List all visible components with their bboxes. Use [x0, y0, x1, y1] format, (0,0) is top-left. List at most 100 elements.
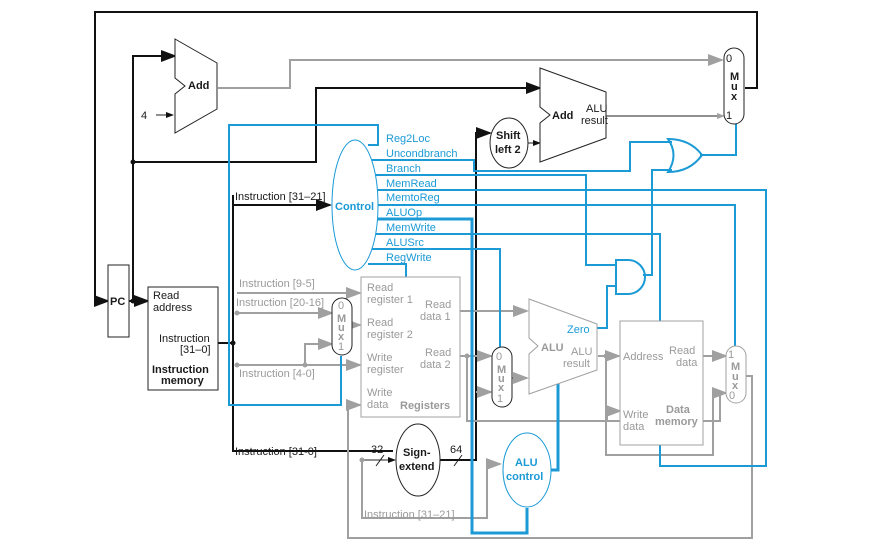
alu-control-label-2: control: [506, 471, 543, 483]
shift-left-label-2: left 2: [495, 144, 521, 156]
registers-title: Registers: [400, 400, 450, 412]
control-signal-labels: Reg2Loc Uncondbranch Branch MemRead Memt…: [386, 133, 458, 264]
instr-20-16-label: Instruction [20-16]: [236, 297, 324, 309]
instr-31-21-label: Instruction [31–21]: [235, 191, 326, 203]
signal-memtoreg: MemtoReg: [386, 192, 440, 204]
pc-adder-label: Add: [188, 80, 209, 92]
shift-left-2: Shift left 2: [489, 117, 529, 169]
and-gate: [615, 259, 646, 295]
zero-wire: [595, 285, 616, 329]
register-file: Read register 1 Read register 2 Write re…: [360, 276, 461, 418]
pcsrc-wire: [700, 122, 737, 156]
reg-write-reg-2: register: [367, 364, 404, 376]
black-wires: [94, 11, 758, 463]
mem-mux-m: M: [731, 361, 740, 373]
dmem-write-data-2: data: [623, 421, 645, 433]
gray-wires: [218, 54, 753, 539]
data-memory: Address Read data Write data Data memory: [619, 320, 704, 446]
instr-31-21-alu-label: Instruction [31–21]: [364, 509, 455, 521]
regwrite-wire: [368, 263, 407, 280]
memread-wire: [376, 189, 767, 467]
memtoreg-mux: 1 M u x 0: [725, 345, 747, 404]
register-mux: 0 M u x 1: [331, 297, 353, 356]
alu-mux-m: M: [497, 364, 506, 376]
dmem-read-data-1: Read: [669, 345, 695, 357]
reg-read-data2-1: Read: [425, 347, 451, 359]
alu-mux-in0: 0: [496, 351, 502, 363]
reg-mux-in0: 0: [338, 300, 344, 312]
reg-write-data-2: data: [367, 399, 389, 411]
signal-memread: MemRead: [386, 178, 437, 190]
pc-register: PC: [107, 264, 130, 338]
instruction-bus: [232, 195, 393, 452]
alu-result-label-2: result: [563, 358, 590, 370]
mem-mux-in0: 0: [729, 390, 735, 402]
aluop-wire: [377, 217, 529, 535]
reg-read-reg1-2: register 1: [367, 294, 413, 306]
mem-mux-x: x: [732, 380, 739, 392]
imem-instr-2: [31–0]: [180, 344, 211, 356]
pc-mux-in0: 0: [726, 53, 732, 65]
pc-label: PC: [110, 296, 125, 308]
reg-mux-m: M: [337, 313, 346, 325]
alu-mux-in1: 1: [497, 393, 503, 405]
reg-write-reg-1: Write: [367, 352, 392, 364]
shift-left-label-1: Shift: [496, 130, 521, 142]
pc-mux-x: x: [731, 91, 738, 103]
pc-mux-in1: 1: [726, 110, 732, 122]
reg-write-data-1: Write: [367, 387, 392, 399]
imem-read-address-2: address: [153, 302, 193, 314]
signal-reg2loc: Reg2Loc: [386, 133, 431, 145]
reg-read-reg1-1: Read: [367, 282, 393, 294]
signal-alusrc: ALUSrc: [386, 237, 424, 249]
sign-extend: Sign- extend 32 64: [371, 423, 463, 497]
const-4-label: 4: [141, 110, 147, 122]
dmem-write-data-1: Write: [623, 409, 648, 421]
pc-to-adder-wire: [132, 50, 177, 301]
alu-src-mux: 0 M u x 1: [491, 346, 513, 408]
imem-title-2: memory: [161, 375, 205, 387]
instr-9-5-label: Instruction [9-5]: [239, 278, 315, 290]
pc-mux-u: u: [731, 81, 738, 93]
imem-read-address-1: Read: [153, 290, 179, 302]
reg-read-reg2-1: Read: [367, 317, 393, 329]
imem-instr-1: Instruction: [159, 333, 210, 345]
dmem-title-1: Data: [666, 404, 691, 416]
pc-mux: 0 M u x 1: [723, 47, 745, 125]
imem-title-1: Instruction: [152, 364, 209, 376]
alu-result-label-1: ALU: [571, 346, 592, 358]
branch-adder-result-label-2: result: [581, 115, 608, 127]
control-wires: [228, 122, 767, 535]
mem-mux-u: u: [732, 371, 739, 383]
alu-mux-u: u: [498, 373, 505, 385]
control-unit: Control: [331, 139, 379, 271]
branch-adder: Add ALU result: [539, 67, 608, 163]
sign-extend-label-1: Sign-: [403, 447, 431, 459]
signal-aluop: ALUOp: [386, 207, 422, 219]
sign-extend-out-width: 64: [450, 444, 462, 456]
pc-plus4-wire: [218, 54, 724, 89]
sign-extend-in-width: 32: [371, 444, 383, 456]
instruction-memory: Read address Instruction [31–0] Instruct…: [147, 286, 219, 391]
alu-label: ALU: [541, 342, 564, 354]
pc-adder: Add 4: [141, 38, 218, 134]
sign-extend-label-2: extend: [399, 461, 434, 473]
branch-adder-label: Add: [552, 110, 573, 122]
memwrite-wire: [376, 233, 661, 321]
branch-adder-result-label: ALU: [586, 103, 607, 115]
reg2loc-wire: [228, 124, 379, 406]
pc-mux-m: M: [730, 71, 739, 83]
reg-read-data1-1: Read: [425, 299, 451, 311]
or-gate: [666, 137, 704, 174]
reg-read-data2-2: data 2: [420, 359, 451, 371]
reg-read-data1-2: data 1: [420, 311, 451, 323]
signal-uncondbranch: Uncondbranch: [386, 148, 458, 160]
signal-branch: Branch: [386, 163, 421, 175]
pc-mux-to-pc-wire: [94, 11, 758, 307]
instr-4-0-label: Instruction [4-0]: [239, 368, 315, 380]
uncondbranch-wire: [372, 141, 672, 172]
alu-zero-label: Zero: [567, 324, 590, 336]
alu-control-label-1: ALU: [515, 457, 538, 469]
mem-mux-in1: 1: [728, 349, 734, 361]
